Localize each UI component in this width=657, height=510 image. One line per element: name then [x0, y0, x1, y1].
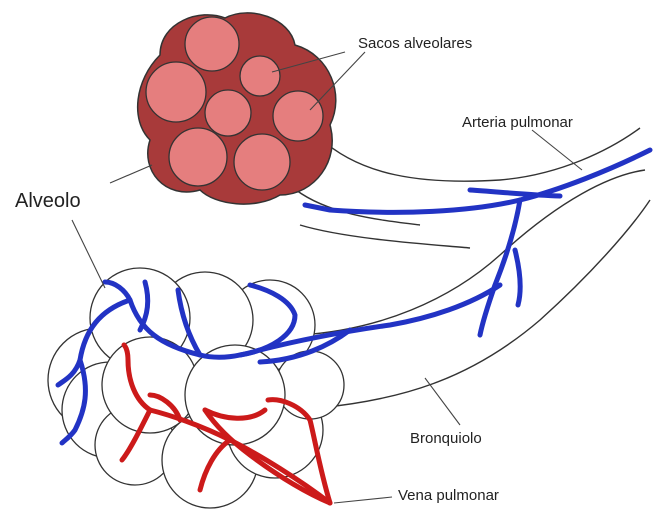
sac-chamber	[240, 56, 280, 96]
sac-chamber	[146, 62, 206, 122]
label-vena-pulmonar: Vena pulmonar	[398, 487, 499, 504]
sac-chamber	[273, 91, 323, 141]
artery-branch	[515, 250, 520, 305]
leader-arteria	[532, 130, 582, 170]
leader-bronquiolo	[425, 378, 460, 425]
label-arteria-pulmonar: Arteria pulmonar	[462, 114, 573, 131]
leader-alveolo-2	[72, 220, 105, 288]
bronchiole-lower-edge	[318, 200, 650, 408]
leader-alveolo-1	[110, 165, 152, 183]
bronchiole-upper-edge	[300, 170, 645, 335]
airway-upper-edge	[320, 128, 640, 181]
alveolar-sacs	[138, 13, 336, 204]
sac-chamber	[185, 17, 239, 71]
sac-chamber	[205, 90, 251, 136]
label-sacos-alveolares: Sacos alveolares	[358, 35, 472, 52]
sac-chamber	[234, 134, 290, 190]
leader-vena	[334, 497, 392, 503]
airway-lower-edge	[300, 225, 470, 248]
bronchiole-outline	[296, 128, 650, 408]
label-bronquiolo: Bronquiolo	[410, 430, 482, 447]
sac-chamber	[169, 128, 227, 186]
alveolus-cluster	[48, 268, 344, 508]
label-alveolo: Alveolo	[15, 190, 81, 212]
